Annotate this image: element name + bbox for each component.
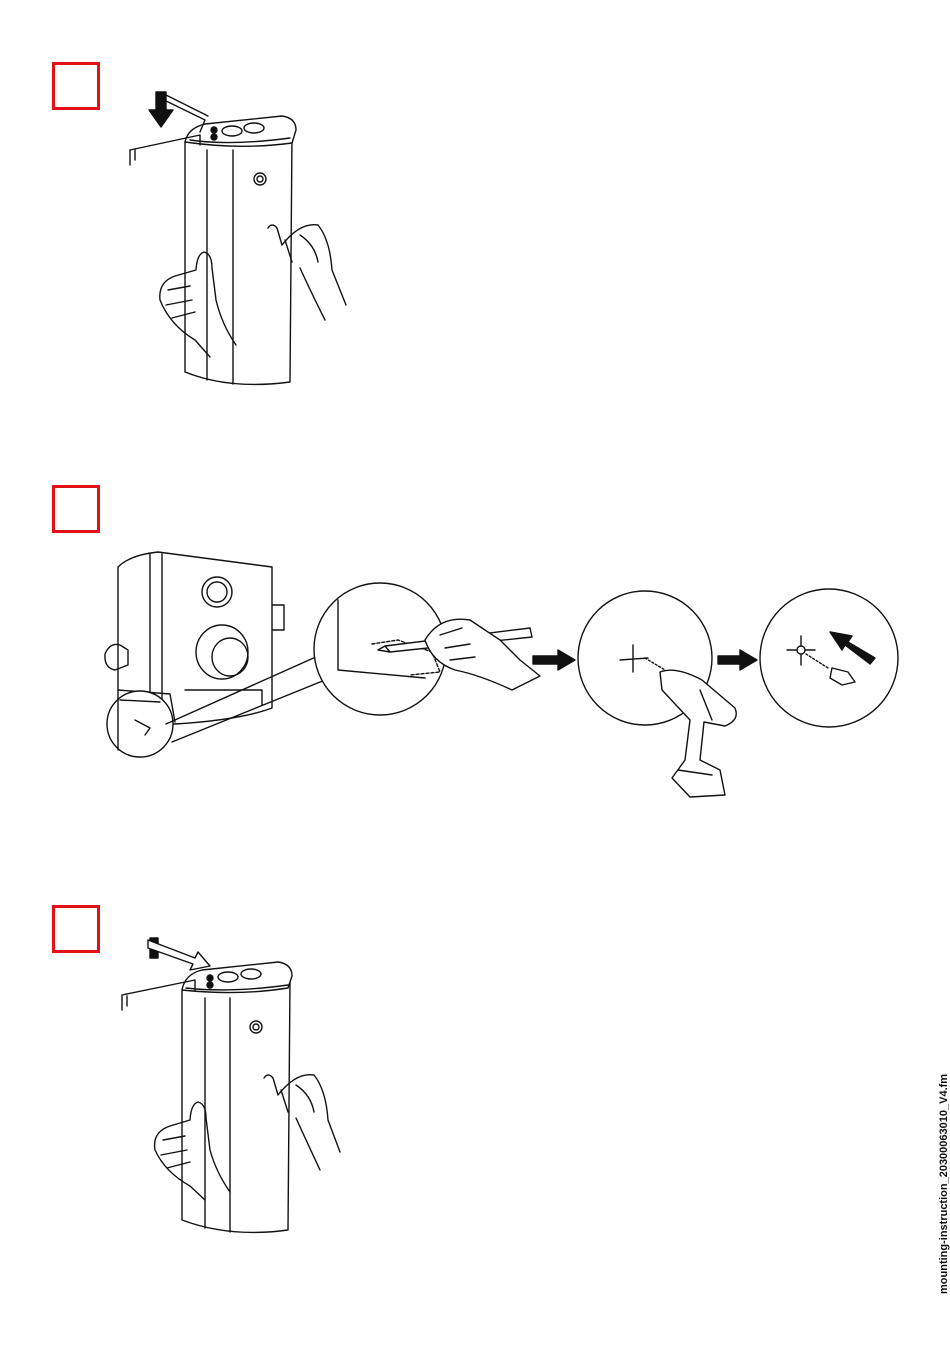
step-3-illustration <box>122 938 340 1232</box>
document-filename: mounting-instruction_20300063010_V4.fm <box>938 1074 950 1294</box>
right-arrow-icon <box>718 650 757 670</box>
step-1-illustration <box>130 92 346 384</box>
hand-icon <box>268 225 346 320</box>
step-2-illustration <box>105 552 898 797</box>
hand-icon <box>155 1102 230 1200</box>
right-arrow-icon <box>533 650 575 670</box>
knob-icon <box>250 1021 262 1033</box>
drill-icon <box>660 670 736 797</box>
knob-icon <box>254 173 266 185</box>
